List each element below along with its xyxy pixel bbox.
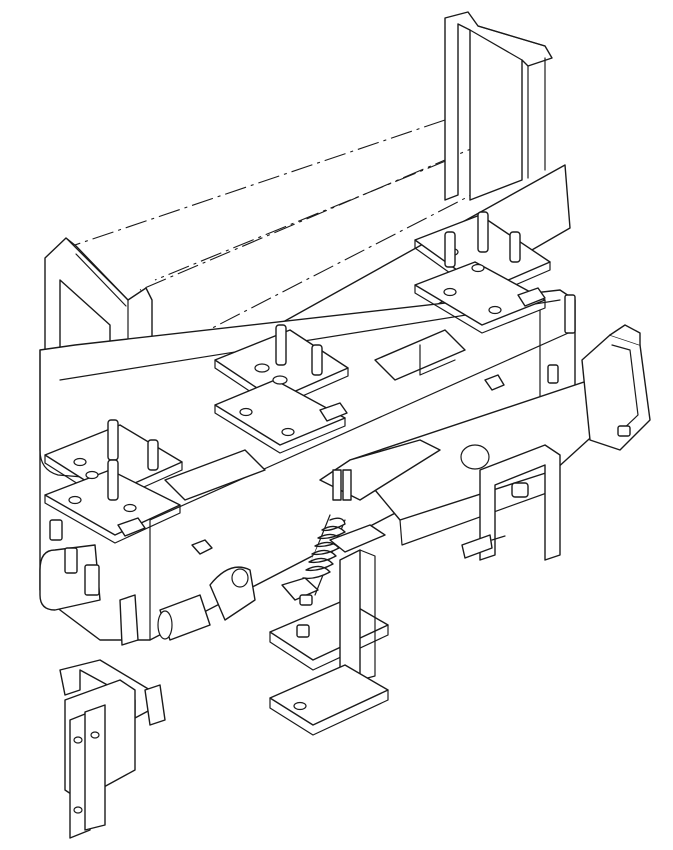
hinge-latch	[39, 519, 139, 646]
centerlines	[59, 119, 521, 361]
cylinder-actuator	[157, 566, 256, 641]
spring-assembly	[281, 469, 352, 606]
mounting-plate-left	[44, 419, 183, 544]
swing-arm	[319, 324, 651, 546]
bottom-shoe	[59, 659, 166, 839]
hex-fasteners	[191, 294, 576, 555]
lower-support	[269, 524, 389, 736]
mounting-plate-middle	[214, 324, 349, 454]
upper-channel-post	[444, 11, 553, 201]
mounting-plate-right	[414, 211, 551, 334]
right-leg-bracket	[461, 444, 561, 561]
